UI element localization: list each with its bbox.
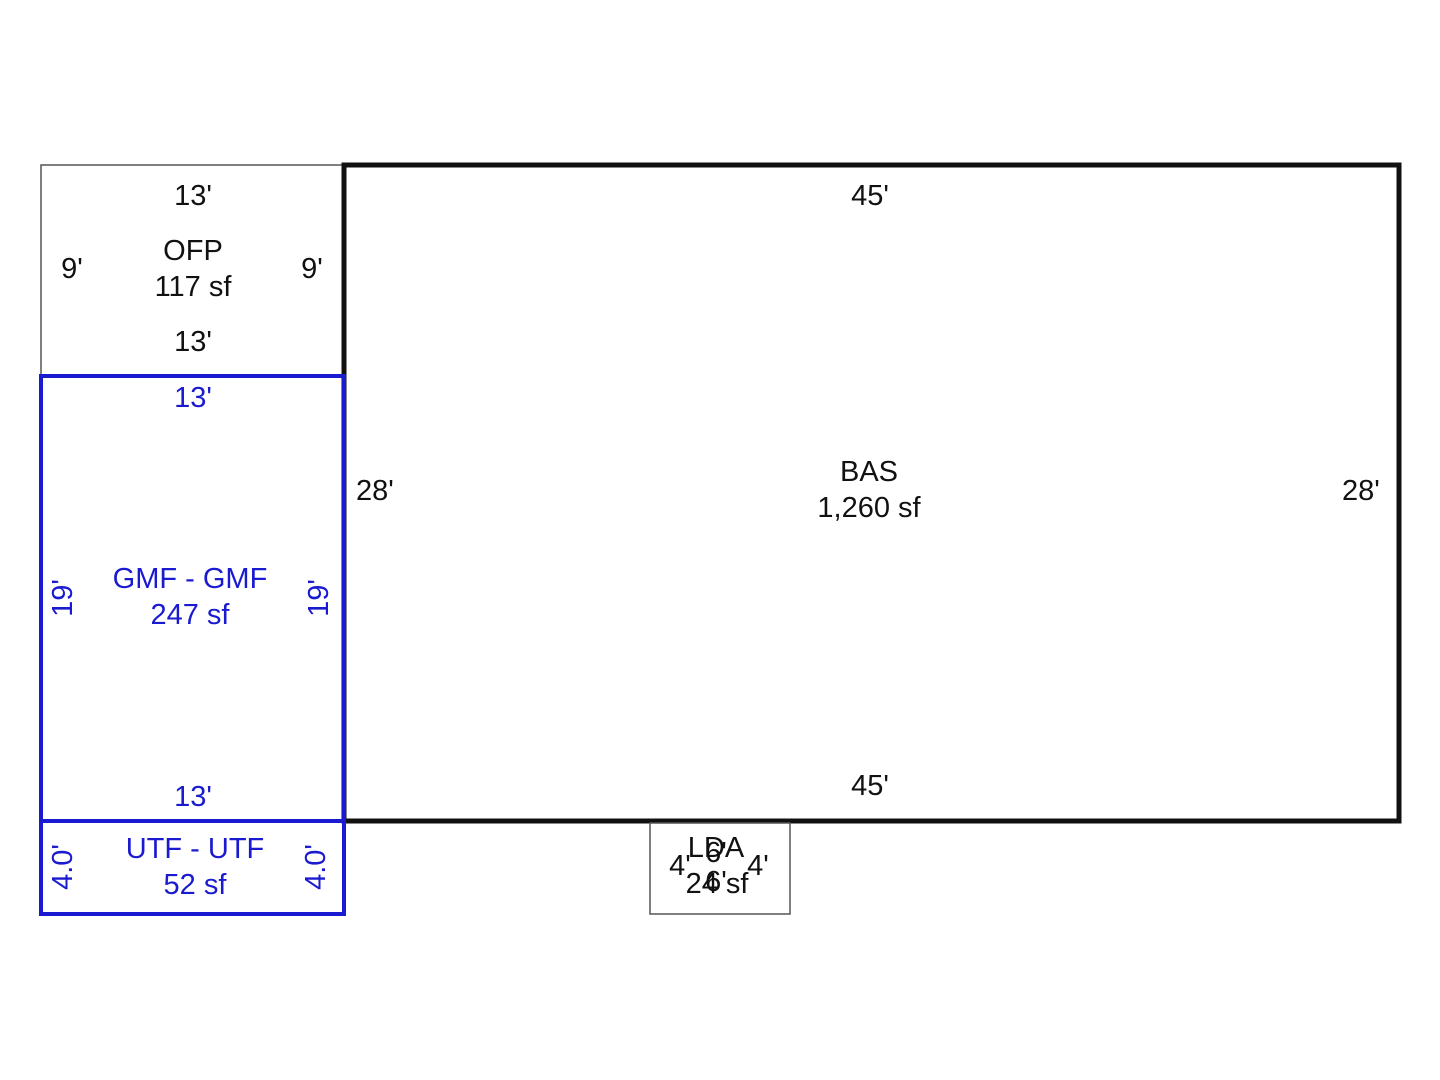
gmf-right-dimension: 19'	[303, 579, 335, 617]
ofp-bottom-dimension: 13'	[174, 326, 212, 358]
lda-right-dimension: 4'	[747, 850, 769, 882]
lda-outline	[649, 822, 791, 915]
bas-label: BAS 1,260 sf	[817, 454, 920, 526]
lda-area: 24 sf	[685, 868, 749, 900]
ofp-left-dimension: 9'	[61, 253, 83, 285]
ofp-right-dimension: 9'	[301, 253, 323, 285]
gmf-top-dimension: 13'	[174, 382, 212, 414]
utf-outline	[39, 819, 346, 916]
lda-bottom-dimension: 6'	[705, 866, 727, 898]
ofp-top-dimension: 13'	[174, 180, 212, 212]
utf-left-dimension: 4.0'	[47, 844, 79, 890]
bas-bottom-dimension: 45'	[851, 770, 889, 802]
gmf-left-dimension: 19'	[47, 579, 79, 617]
utf-name: UTF - UTF	[125, 833, 265, 865]
bas-area: 1,260 sf	[817, 492, 921, 524]
ofp-label: OFP 117 sf	[155, 233, 232, 305]
utf-right-dimension: 4.0'	[300, 844, 332, 890]
gmf-name: GMF - GMF	[112, 563, 268, 595]
lda-name: LDA	[687, 832, 745, 864]
bas-name: BAS	[839, 456, 899, 488]
gmf-label: GMF - GMF 247 sf	[113, 561, 268, 633]
gmf-bottom-dimension: 13'	[174, 781, 212, 813]
ofp-name: OFP	[163, 235, 223, 267]
gmf-area: 247 sf	[150, 599, 230, 631]
lda-left-dimension: 4'	[669, 850, 691, 882]
ofp-area: 117 sf	[154, 271, 232, 303]
bas-top-dimension: 45'	[851, 180, 889, 212]
bas-right-dimension: 28'	[1342, 475, 1380, 507]
utf-label: UTF - UTF 52 sf	[126, 831, 265, 903]
bas-left-dimension: 28'	[356, 475, 394, 507]
utf-area: 52 sf	[163, 869, 227, 901]
lda-top-dimension: 6'	[705, 837, 727, 869]
